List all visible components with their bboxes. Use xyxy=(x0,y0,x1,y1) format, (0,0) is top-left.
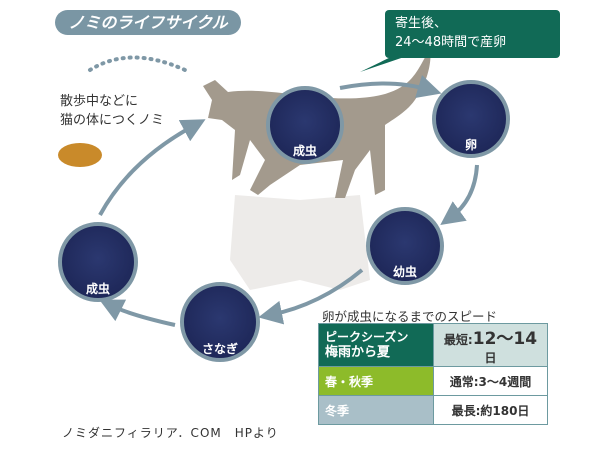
duration-value: 3〜4週間 xyxy=(478,374,532,389)
duration-unit: 日 xyxy=(484,351,497,365)
season-label: ピークシーズン xyxy=(325,330,409,344)
bubble-tail xyxy=(360,55,410,72)
table-row: 冬季 最長:約180日 xyxy=(318,395,548,425)
stage-adult: 成虫 xyxy=(58,222,138,302)
table-row: ピークシーズン梅雨から夏 最短:12〜14 日 xyxy=(318,323,548,367)
duration-prefix: 最短: xyxy=(443,333,473,347)
duration-prefix: 通常: xyxy=(449,374,479,389)
table-row: 春・秋季 通常:3〜4週間 xyxy=(318,366,548,396)
source-credit: ノミダニフィラリア．COM HPより xyxy=(62,426,279,440)
cat-reflection xyxy=(230,195,370,290)
stage-label: さなぎ xyxy=(201,342,238,356)
season-cell: 冬季 xyxy=(318,395,434,425)
speech-bubble: 寄生後、 24〜48時間で産卵 xyxy=(385,10,560,58)
duration-cell: 最長:約180日 xyxy=(433,395,548,425)
dotted-arrow xyxy=(88,55,187,72)
arrow-pupa-to-adult xyxy=(99,299,176,327)
speed-table: ピークシーズン梅雨から夏 最短:12〜14 日 春・秋季 通常:3〜4週間 冬季 … xyxy=(318,323,548,425)
arrow-cat-to-egg xyxy=(339,75,442,99)
bubble-line2: 24〜48時間で産卵 xyxy=(395,35,507,50)
stage-label: 成虫 xyxy=(85,282,110,296)
stage-adult-on-cat: 成虫 xyxy=(266,86,344,164)
arrow-larva-to-pupa xyxy=(258,268,364,325)
stage-label: 成虫 xyxy=(292,144,317,158)
stage-larva: 幼虫 xyxy=(366,207,444,285)
table-title: 卵が成虫になるまでのスピード xyxy=(322,309,498,324)
duration-value: 約180日 xyxy=(480,403,530,418)
duration-cell: 通常:3〜4週間 xyxy=(433,366,548,396)
note-text: 散歩中などに 猫の体につくノミ xyxy=(60,92,164,130)
stage-label: 幼虫 xyxy=(392,265,417,279)
note-line2: 猫の体につくノミ xyxy=(60,113,165,128)
flea-image xyxy=(58,143,102,167)
stage-label: 卵 xyxy=(464,138,477,152)
arrow-adult-to-cat xyxy=(98,119,206,216)
arrow-egg-to-larva xyxy=(440,164,479,226)
season-cell: ピークシーズン梅雨から夏 xyxy=(318,323,434,367)
season-label: 梅雨から夏 xyxy=(325,345,391,360)
note-line1: 散歩中などに xyxy=(60,94,139,109)
page-title: ノミのライフサイクル xyxy=(55,10,241,35)
stage-egg: 卵 xyxy=(432,80,510,158)
season-cell: 春・秋季 xyxy=(318,366,434,396)
duration-cell: 最短:12〜14 日 xyxy=(433,323,548,367)
duration-prefix: 最長: xyxy=(451,403,481,418)
duration-value: 12〜14 xyxy=(472,329,538,349)
stage-pupa: さなぎ xyxy=(180,282,260,362)
bubble-line1: 寄生後、 xyxy=(395,16,448,31)
